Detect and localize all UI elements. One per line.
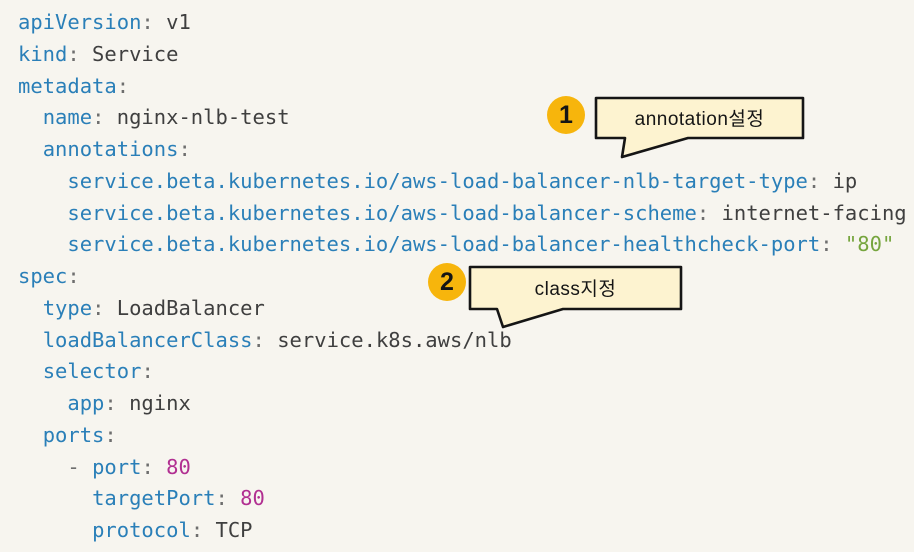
- code-token: [18, 423, 43, 447]
- code-line: name: nginx-nlb-test: [18, 102, 907, 134]
- code-token: annotations: [42, 137, 179, 161]
- callout-2-label: class지정: [534, 278, 617, 300]
- step-2-badge: 2: [428, 263, 466, 301]
- code-token: :: [190, 518, 204, 542]
- code-token: ports: [42, 422, 105, 447]
- code-token: :: [104, 391, 117, 415]
- code-token: :: [252, 327, 265, 352]
- code-token: [18, 232, 67, 256]
- code-token: :: [67, 41, 80, 66]
- code-line: - port: 80: [18, 452, 907, 484]
- code-token: [18, 296, 43, 320]
- code-token: service.beta.kubernetes.io/aws-load-bala…: [67, 168, 808, 193]
- code-token: 80: [153, 454, 191, 479]
- code-token: :: [178, 137, 191, 161]
- code-line: service.beta.kubernetes.io/aws-load-bala…: [18, 166, 907, 198]
- speech-bubble-2: [468, 265, 683, 329]
- code-token: [18, 359, 43, 383]
- code-token: nginx: [116, 391, 191, 415]
- code-token: :: [807, 168, 821, 193]
- code-token: service.beta.kubernetes.io/aws-load-bala…: [67, 200, 697, 225]
- code-token: :: [67, 264, 80, 288]
- code-line: targetPort: 80: [18, 483, 907, 515]
- code-token: :: [820, 232, 833, 257]
- code-token: metadata: [18, 73, 117, 98]
- code-token: -: [67, 454, 93, 479]
- step-1-badge: 1: [547, 96, 585, 134]
- code-token: [18, 486, 92, 510]
- code-token: [18, 391, 67, 415]
- code-token: [18, 328, 43, 352]
- code-token: TCP: [203, 518, 253, 542]
- code-token: [18, 169, 67, 193]
- code-line: service.beta.kubernetes.io/aws-load-bala…: [18, 198, 907, 230]
- code-token: :: [104, 422, 117, 447]
- code-token: v1: [153, 10, 191, 34]
- code-token: spec: [18, 264, 68, 288]
- code-line: protocol: TCP: [18, 515, 907, 547]
- code-token: selector: [42, 359, 142, 384]
- code-token: "80": [832, 232, 895, 257]
- code-line: selector:: [18, 356, 907, 388]
- code-token: port: [92, 454, 142, 479]
- code-token: [18, 105, 43, 129]
- code-token: [18, 455, 67, 479]
- code-token: internet-facing: [709, 200, 907, 225]
- code-token: nginx-nlb-test: [104, 105, 290, 130]
- code-token: app: [67, 391, 105, 415]
- code-token: :: [696, 200, 710, 225]
- code-token: apiVersion: [18, 10, 142, 34]
- code-token: loadBalancerClass: [42, 327, 253, 352]
- code-token: 80: [227, 486, 265, 511]
- code-line: loadBalancerClass: service.k8s.aws/nlb: [18, 325, 907, 357]
- code-token: :: [92, 105, 105, 130]
- code-line: spec:: [18, 261, 907, 293]
- code-token: :: [92, 295, 105, 320]
- code-token: :: [215, 486, 228, 511]
- code-token: LoadBalancer: [104, 295, 265, 320]
- code-token: name: [42, 105, 93, 130]
- code-line: type: LoadBalancer: [18, 293, 907, 325]
- code-token: kind: [18, 41, 68, 66]
- code-token: Service: [79, 41, 179, 66]
- code-line: service.beta.kubernetes.io/aws-load-bala…: [18, 229, 907, 261]
- speech-bubble-1: [594, 96, 805, 159]
- code-token: [18, 518, 92, 542]
- code-token: :: [141, 454, 154, 479]
- code-token: :: [116, 73, 130, 98]
- code-line: kind: Service: [18, 39, 907, 71]
- callout-1-label: annotation설정: [634, 108, 765, 130]
- code-token: service.k8s.aws/nlb: [264, 327, 512, 352]
- code-token: ip: [820, 168, 858, 193]
- code-line: apiVersion: v1: [18, 7, 907, 39]
- code-line: annotations:: [18, 134, 907, 166]
- code-token: :: [141, 10, 154, 34]
- code-token: type: [42, 295, 93, 320]
- code-token: [18, 137, 43, 161]
- code-token: protocol: [92, 518, 191, 542]
- code-token: service.beta.kubernetes.io/aws-load-bala…: [67, 232, 821, 257]
- code-line: app: nginx: [18, 388, 907, 420]
- code-line: metadata:: [18, 71, 907, 103]
- code-token: :: [141, 359, 154, 384]
- code-line: ports:: [18, 420, 907, 452]
- code-token: [18, 201, 67, 225]
- code-token: targetPort: [92, 486, 216, 511]
